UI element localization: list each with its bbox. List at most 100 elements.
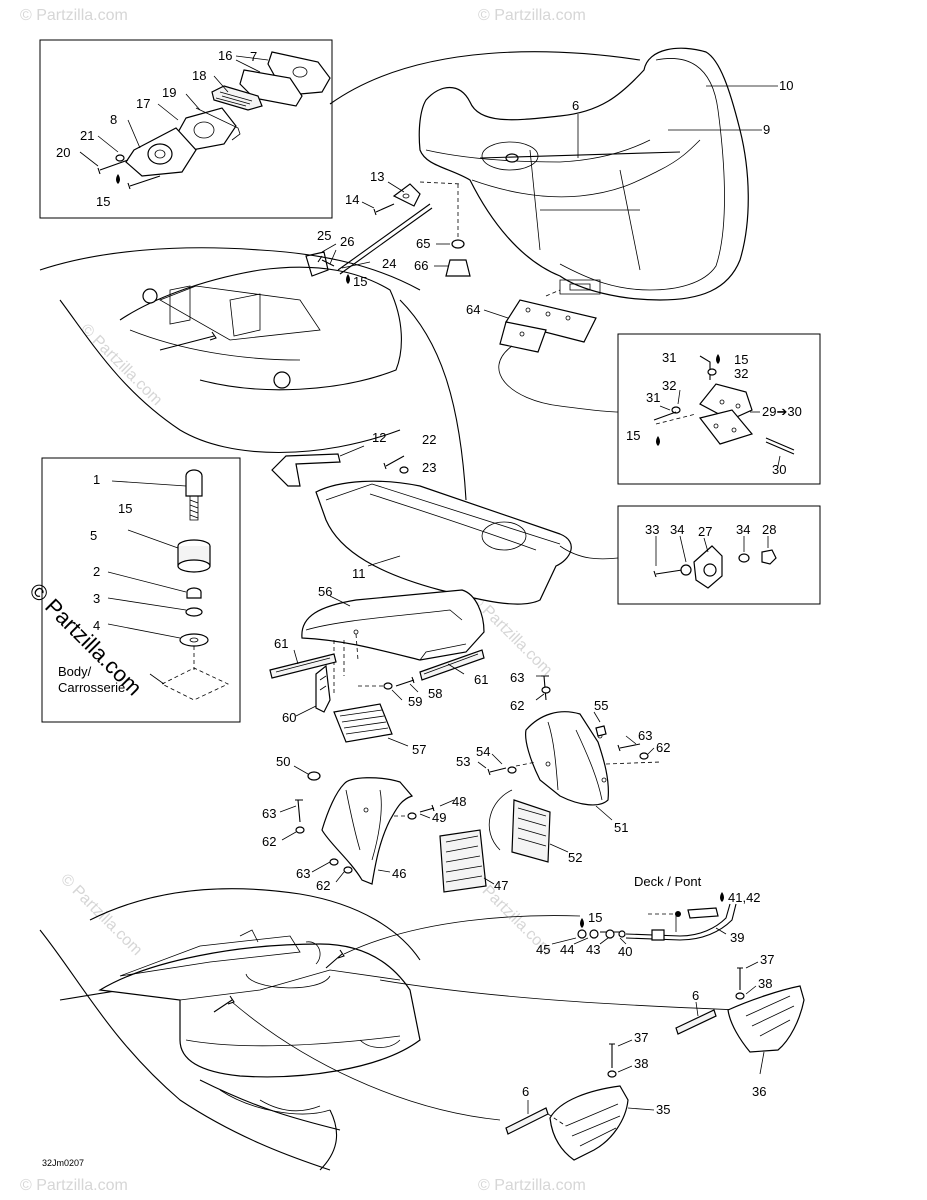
callout-21: 21 [80,128,94,143]
callout-15: 15 [626,428,640,443]
callout-19: 19 [162,85,176,100]
callout-40: 40 [618,944,632,959]
callout-57: 57 [412,742,426,757]
support-rod [305,181,471,284]
side-panel-left [295,771,487,893]
latch-assembly [97,51,331,190]
callout-60: 60 [282,710,296,725]
callout-62: 62 [656,740,670,755]
callout-47: 47 [494,878,508,893]
callout-39: 39 [730,930,744,945]
callout-34: 34 [670,522,684,537]
callout-44: 44 [560,942,574,957]
callout-6: 6 [572,98,579,113]
callout-48: 48 [452,794,466,809]
grommet-stack [161,469,229,701]
drawing-code: 32Jm0207 [42,1158,84,1168]
callout-63: 63 [296,866,310,881]
callout-64: 64 [466,302,480,317]
hull-front [39,247,467,501]
callout-62: 62 [510,698,524,713]
watermark: © Partzilla.com [20,7,128,24]
callout-10: 10 [779,78,793,93]
hinge-bracket [499,289,597,353]
callout-45: 45 [536,942,550,957]
callout-52: 52 [568,850,582,865]
callout-25: 25 [317,228,331,243]
seal-strip [269,653,337,679]
callout-51: 51 [614,820,628,835]
watermark: © Partzilla.com [77,321,165,409]
callout-15: 15 [588,910,602,925]
detail-box-latch [39,39,333,219]
callout-61: 61 [274,636,288,651]
callout-35: 35 [656,1102,670,1117]
note-deck: Deck / Pont [634,874,702,889]
callout-38: 38 [634,1056,648,1071]
callout-29-30: 29➔30 [762,404,802,419]
callout-32: 32 [734,366,748,381]
callout-15: 15 [96,194,110,209]
callout-26: 26 [340,234,354,249]
latch-plate [315,664,415,743]
callout-15: 15 [734,352,748,367]
callout-28: 28 [762,522,776,537]
callout-31: 31 [662,350,676,365]
callout-20: 20 [56,145,70,160]
callout-6: 6 [522,1084,529,1099]
callout-43: 43 [586,942,600,957]
callout-36: 36 [752,1084,766,1099]
callout-1: 1 [93,472,100,487]
callout-56: 56 [318,584,332,599]
vent-left [505,1043,629,1161]
watermark: © Partzilla.com [478,7,586,24]
callout-15: 15 [118,501,132,516]
callout-23: 23 [422,460,436,475]
callout-50: 50 [276,754,290,769]
callout-18: 18 [192,68,206,83]
callout-5: 5 [90,528,97,543]
hull-rear [39,888,421,1171]
detail-box-bracket [617,333,821,485]
callout-6: 6 [692,988,699,1003]
callout-53: 53 [456,754,470,769]
drain-hose [577,892,737,941]
callout-3: 3 [93,591,100,606]
callout-38: 38 [758,976,772,991]
callout-17: 17 [136,96,150,111]
callout-55: 55 [594,698,608,713]
callout-31: 31 [646,390,660,405]
storage-tray [271,453,572,605]
callout-11: 11 [352,566,366,581]
callout-58: 58 [428,686,442,701]
callout-15: 15 [353,274,367,289]
watermark: © Partzilla.com [20,1177,128,1194]
nut-detail-parts [653,545,777,589]
callout-66: 66 [414,258,428,273]
callout-37: 37 [760,952,774,967]
callout-59: 59 [408,694,422,709]
callout-54: 54 [476,744,490,759]
top-cover [301,589,485,696]
callout-41-42: 41,42 [728,890,761,905]
note-carrosserie: Carrosserie [58,680,125,695]
callout-30: 30 [772,462,786,477]
callout-63: 63 [262,806,276,821]
callout-33: 33 [645,522,659,537]
storage-bin-lid [329,47,749,301]
callout-62: 62 [316,878,330,893]
detail-box-grommet [41,457,241,723]
callout-7: 7 [250,49,257,64]
callout-65: 65 [416,236,430,251]
callout-24: 24 [382,256,396,271]
vent-right [675,967,805,1053]
callout-32: 32 [662,378,676,393]
watermark: © Partzilla.com [478,1177,586,1194]
callout-14: 14 [345,192,359,207]
note-body: Body/ [58,664,92,679]
callout-37: 37 [634,1030,648,1045]
callout-46: 46 [392,866,406,881]
callout-63: 63 [510,670,524,685]
callout-8: 8 [110,112,117,127]
